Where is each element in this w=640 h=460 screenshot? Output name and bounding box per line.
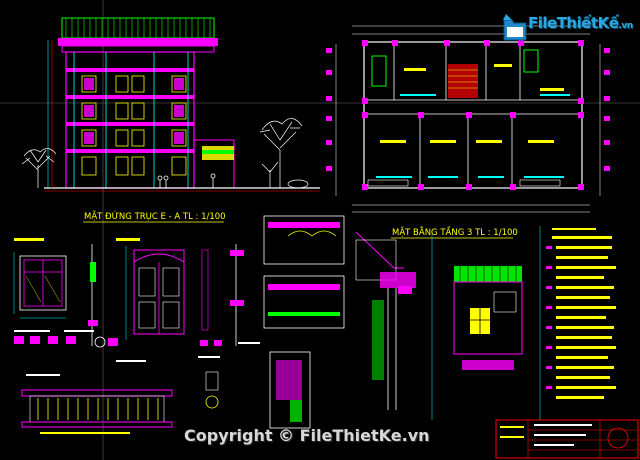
tree-icon bbox=[21, 118, 309, 189]
cornice-details bbox=[263, 215, 345, 429]
site-logo[interactable]: FileThiếtKế.vn bbox=[528, 14, 633, 32]
folder-icon bbox=[503, 14, 527, 41]
door-detail bbox=[116, 238, 185, 340]
logo-brand: FileThiếtKế bbox=[528, 14, 619, 32]
building-elevation bbox=[44, 17, 320, 192]
window-detail bbox=[13, 238, 67, 319]
floor-plan bbox=[326, 25, 610, 213]
facade-detail bbox=[453, 266, 523, 370]
title-block bbox=[495, 419, 639, 459]
notes-block bbox=[552, 228, 616, 399]
elevation-title: MẶT ĐỨNG TRỤC E - A TL : 1/100 bbox=[84, 212, 226, 222]
copyright-watermark: Copyright © FileThietKe.vn bbox=[184, 426, 430, 445]
logo-suffix: .vn bbox=[618, 21, 633, 31]
section-details bbox=[88, 244, 244, 346]
roof-section-detail bbox=[355, 231, 433, 420]
floor-plan-title: MẶT BẰNG TẦNG 3 TL : 1/100 bbox=[392, 228, 518, 238]
balustrade-detail bbox=[21, 389, 173, 434]
